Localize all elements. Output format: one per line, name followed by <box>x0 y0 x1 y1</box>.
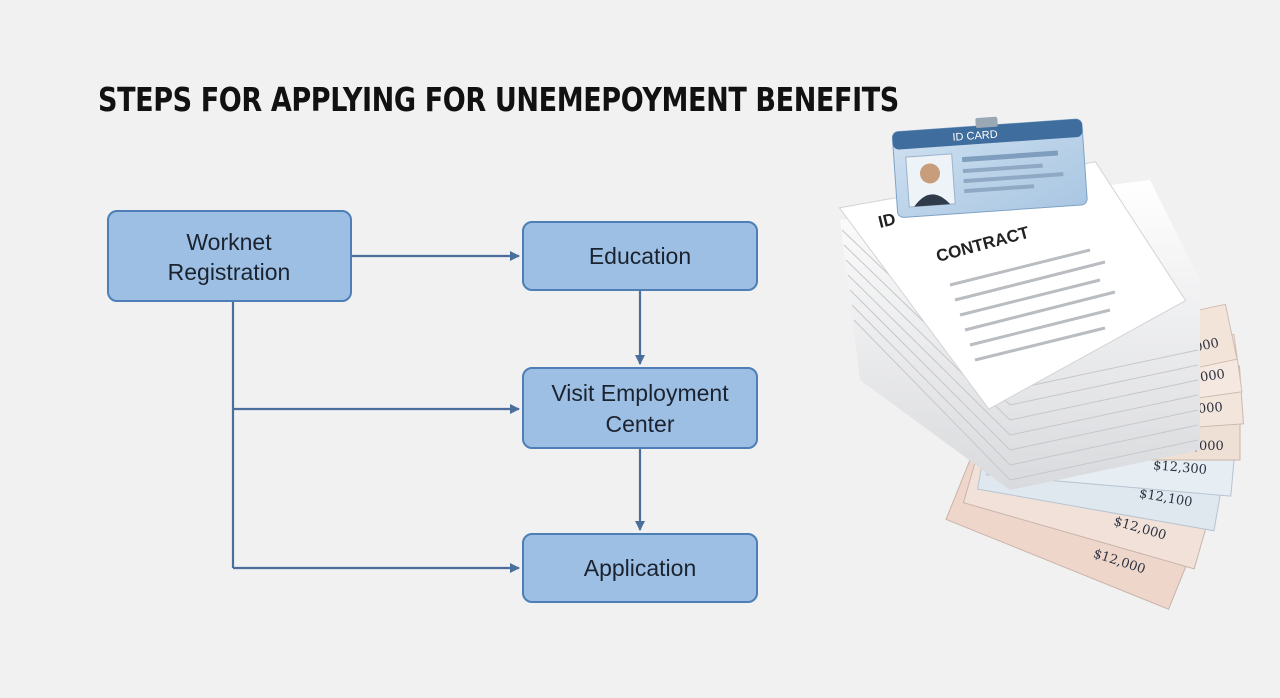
step-visit-employment-center[interactable]: Visit Employment Center <box>522 367 758 449</box>
page-title: STEPS FOR APPLYING FOR UNEMEPOYMENT BENE… <box>98 80 899 119</box>
step-visit-line1: Visit Employment <box>551 380 729 406</box>
contract-line <box>954 260 1106 302</box>
step-worknet-line1: Worknet <box>186 229 272 255</box>
contract-line <box>974 326 1106 362</box>
documents-illustration: $12,000 $12,000 $12,100 $12,300 $25,000 … <box>838 116 1245 610</box>
document-id-fragment: ID <box>876 209 897 232</box>
step-worknet-line2: Registration <box>168 259 291 285</box>
flowchart: Worknet Registration Education Visit Emp… <box>107 210 758 603</box>
step-education[interactable]: Education <box>522 221 758 291</box>
contract-line <box>959 278 1101 317</box>
id-card: ID CARD <box>891 116 1088 218</box>
step-application[interactable]: Application <box>522 533 758 603</box>
contract-line <box>949 248 1091 287</box>
step-visit-line2: Center <box>605 411 674 437</box>
id-card-header: ID CARD <box>952 129 998 144</box>
step-worknet-registration[interactable]: Worknet Registration <box>107 210 352 302</box>
avatar <box>919 163 940 184</box>
cheque-amount-5: $12,300 <box>1153 458 1208 478</box>
step-application-label: Application <box>584 555 697 581</box>
contract-line <box>964 290 1116 332</box>
contract-line <box>969 308 1111 347</box>
paper-stack: ID CONTRACT <box>838 161 1200 490</box>
step-education-label: Education <box>589 243 691 269</box>
